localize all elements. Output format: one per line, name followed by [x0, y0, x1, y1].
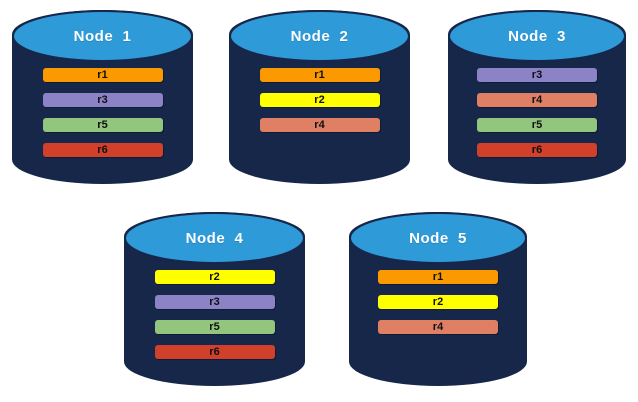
replica-label: r4 [314, 118, 325, 131]
replica-bar-r2[interactable]: r2 [378, 295, 498, 309]
replica-label: r1 [97, 68, 108, 81]
replica-bar-r4[interactable]: r4 [477, 93, 597, 107]
replica-label: r6 [97, 143, 108, 156]
replica-label: r3 [531, 68, 543, 81]
node-label: Node 5 [409, 229, 467, 247]
replica-list: r1 r2 r4 [349, 270, 527, 334]
replica-bar-r3[interactable]: r3 [477, 68, 597, 82]
replica-list: r1 r2 r4 [229, 68, 410, 132]
node-label: Node 2 [290, 27, 349, 45]
replica-label: r2 [209, 270, 220, 283]
replica-bar-r6[interactable]: r6 [154, 345, 275, 359]
replica-label: r3 [97, 93, 108, 106]
replica-list: r2 r3 r5 r6 [124, 270, 305, 359]
replica-list: r1 r3 r5 r6 [12, 68, 193, 157]
replica-list: r3 r4 r5 r6 [448, 68, 626, 157]
replica-label: r1 [432, 270, 444, 283]
cylinder-top-ellipse [124, 212, 305, 265]
replica-bar-r1[interactable]: r1 [259, 68, 380, 82]
database-node-1[interactable]: Node 1 r1 r3 r5 r6 [12, 10, 193, 184]
replica-label: r3 [209, 295, 220, 308]
cylinder-top-ellipse [229, 10, 410, 63]
replica-label: r5 [531, 118, 543, 131]
replica-label: r1 [314, 68, 325, 81]
node-label: Node 3 [508, 27, 566, 45]
cylinder-top-ellipse [448, 10, 626, 63]
database-node-3[interactable]: Node 3 r3 r4 r5 r6 [448, 10, 626, 184]
replica-bar-r4[interactable]: r4 [378, 320, 498, 334]
replica-label: r6 [209, 345, 220, 358]
replica-label: r5 [97, 118, 108, 131]
replica-label: r6 [531, 143, 543, 156]
replica-bar-r5[interactable]: r5 [477, 118, 597, 132]
replica-bar-r3[interactable]: r3 [154, 295, 275, 309]
replica-bar-r2[interactable]: r2 [154, 270, 275, 284]
replica-bar-r3[interactable]: r3 [42, 93, 163, 107]
replica-bar-r5[interactable]: r5 [42, 118, 163, 132]
replica-label: r5 [209, 320, 220, 333]
replica-label: r2 [432, 295, 444, 308]
replica-label: r4 [531, 93, 543, 106]
replica-label: r4 [432, 320, 444, 333]
database-node-5[interactable]: Node 5 r1 r2 r4 [349, 212, 527, 386]
node-label: Node 1 [73, 27, 132, 45]
replica-bar-r4[interactable]: r4 [259, 118, 380, 132]
database-node-2[interactable]: Node 2 r1 r2 r4 [229, 10, 410, 184]
replica-bar-r5[interactable]: r5 [154, 320, 275, 334]
replica-bar-r6[interactable]: r6 [477, 143, 597, 157]
replica-bar-r2[interactable]: r2 [259, 93, 380, 107]
node-label: Node 4 [185, 229, 244, 247]
cylinder-top-ellipse [12, 10, 193, 63]
database-node-4[interactable]: Node 4 r2 r3 r5 r6 [124, 212, 305, 386]
replica-bar-r6[interactable]: r6 [42, 143, 163, 157]
replica-bar-r1[interactable]: r1 [42, 68, 163, 82]
cylinder-top-ellipse [349, 212, 527, 265]
replica-label: r2 [314, 93, 325, 106]
replica-bar-r1[interactable]: r1 [378, 270, 498, 284]
